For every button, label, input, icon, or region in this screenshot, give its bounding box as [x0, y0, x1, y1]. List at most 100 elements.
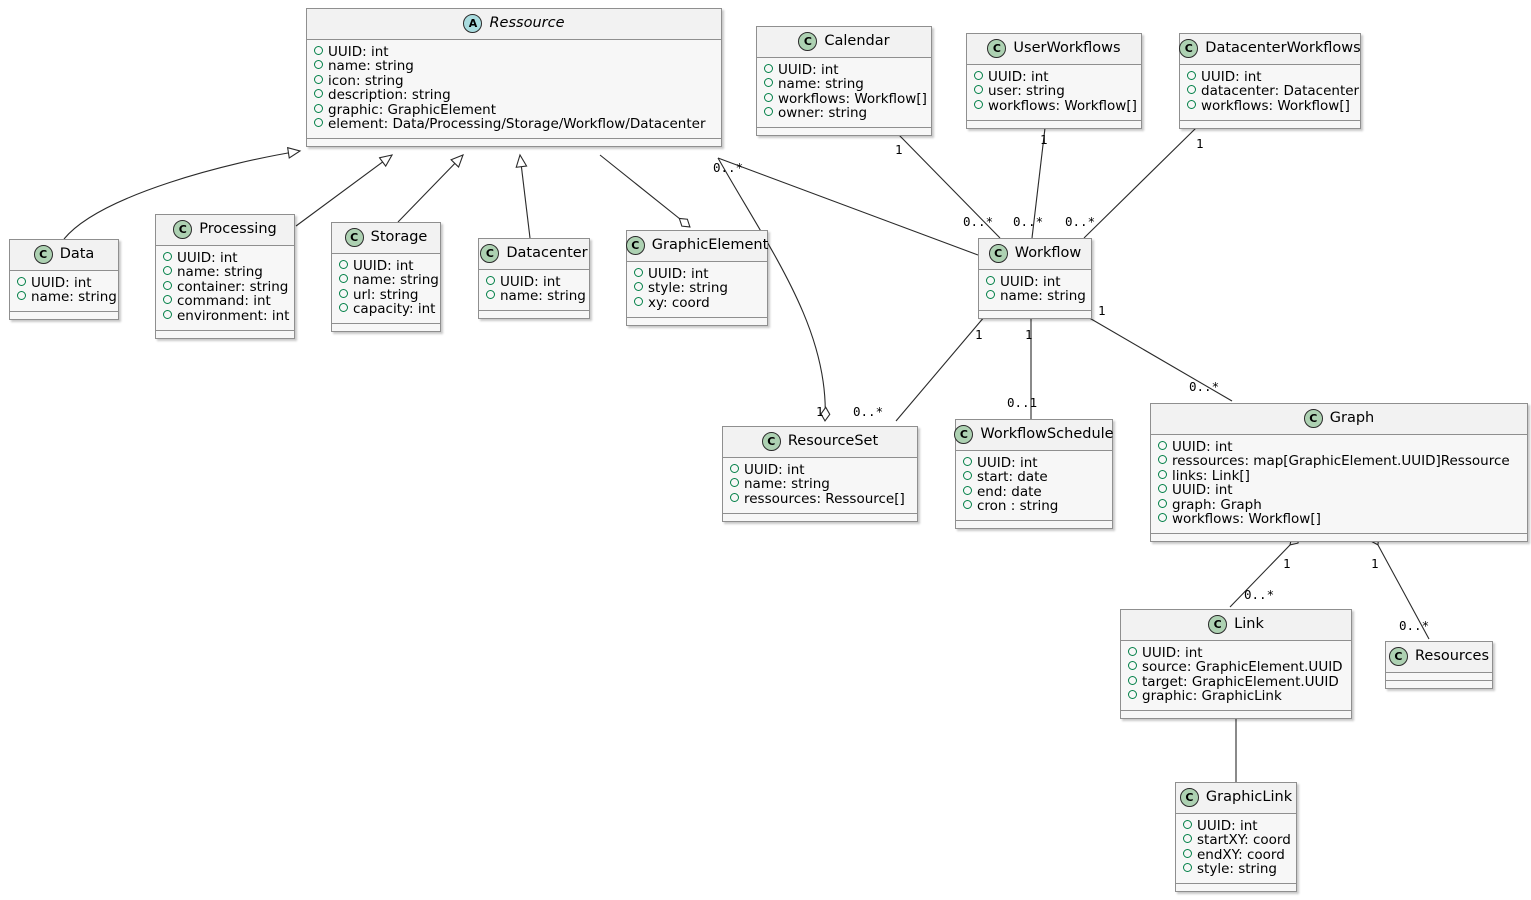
public-visibility-icon: [1128, 675, 1137, 685]
attribute-text: workflows: Workflow[]: [988, 97, 1137, 114]
public-visibility-icon: [1183, 834, 1192, 843]
attribute-row: workflows: Workflow[]: [1187, 99, 1353, 114]
public-visibility-icon: [339, 259, 348, 269]
class-methods-data: [10, 312, 118, 319]
public-visibility-icon: [314, 103, 323, 113]
class-header-graphicelement: C GraphicElement: [625, 231, 769, 262]
attribute-row: end: date: [963, 485, 1105, 500]
attribute-row: workflows: Workflow[]: [974, 97, 1137, 114]
class-name-data: Data: [59, 246, 95, 263]
attribute-text: workflows: Workflow[]: [1201, 97, 1350, 114]
attribute-row: source: GraphicElement.UUID: [1128, 659, 1344, 676]
attribute-row: xy: coord: [634, 296, 760, 311]
public-visibility-icon: [634, 282, 643, 291]
attribute-text: description: string: [328, 87, 451, 103]
attribute-text: container: string: [177, 278, 289, 295]
public-visibility-icon: [17, 276, 26, 286]
attribute-text: icon: string: [328, 72, 404, 89]
edge-datacenterworkflows-workflow: [1083, 127, 1197, 239]
multiplicity-label: 0..*: [713, 160, 744, 175]
attribute-row: name: string: [17, 290, 117, 306]
attribute-row: datacenter: Datacenter: [1187, 84, 1359, 100]
attribute-row: name: string: [339, 273, 439, 289]
attribute-row: UUID: int: [1128, 646, 1344, 661]
attribute-text: ressources: Ressource[]: [744, 490, 905, 507]
public-visibility-icon: [339, 288, 348, 298]
multiplicity-label: 0..*: [853, 404, 884, 419]
multiplicity-label: 0..*: [1013, 214, 1044, 229]
attribute-text: xy: coord: [648, 294, 710, 311]
attribute-row: name: string: [163, 265, 287, 281]
class-name-calendar: Calendar: [824, 33, 890, 50]
attribute-text: UUID: int: [778, 61, 839, 78]
class-header-data: C Data: [10, 240, 118, 271]
attribute-row: graph: Graph: [1158, 498, 1520, 513]
multiplicity-label: 1: [1283, 556, 1291, 571]
attribute-row: style: string: [1183, 862, 1289, 878]
class-marker-icon: C: [987, 39, 1007, 58]
attribute-text: UUID: int: [1000, 273, 1061, 290]
attribute-text: element: Data/Processing/Storage/Workflo…: [328, 116, 706, 132]
public-visibility-icon: [1187, 85, 1196, 94]
attribute-text: workflows: Workflow[]: [778, 90, 927, 107]
edge-datacenter-inherits-ressource: [520, 155, 531, 239]
class-methods-graph: [1151, 534, 1527, 541]
class-marker-icon: C: [625, 236, 645, 255]
public-visibility-icon: [163, 280, 172, 290]
class-methods-graphiclink: [1176, 884, 1296, 891]
attribute-row: element: Data/Processing/Storage/Workflo…: [314, 116, 714, 133]
class-name-graphicelement: GraphicElement: [651, 237, 769, 254]
attribute-row: UUID: int: [1187, 70, 1353, 85]
attribute-text: cron : string: [977, 498, 1059, 514]
class-name-workflow: Workflow: [1014, 245, 1082, 262]
attribute-text: end: date: [977, 483, 1042, 500]
class-name-resourceset: ResourceSet: [787, 433, 879, 450]
public-visibility-icon: [17, 291, 26, 300]
class-name-datacenterworkflows: DatacenterWorkflows: [1205, 40, 1361, 57]
class-methods-ressource: [307, 139, 721, 146]
multiplicity-label: 1: [1040, 132, 1048, 147]
class-methods-resourceset: [723, 514, 917, 521]
attribute-row: ressources: Ressource[]: [730, 492, 910, 507]
multiplicity-label: 1: [1196, 136, 1204, 151]
class-name-ressource: Ressource: [489, 15, 565, 32]
public-visibility-icon: [974, 99, 983, 109]
class-marker-icon: C: [33, 245, 53, 264]
public-visibility-icon: [1128, 661, 1137, 670]
attribute-row: UUID: int: [730, 463, 910, 478]
class-name-graph: Graph: [1329, 410, 1375, 427]
public-visibility-icon: [764, 63, 773, 73]
public-visibility-icon: [1183, 863, 1192, 872]
class-name-storage: Storage: [370, 229, 428, 246]
attribute-text: UUID: int: [353, 257, 414, 274]
attribute-text: source: GraphicElement.UUID: [1142, 659, 1343, 675]
multiplicity-label: 1: [895, 142, 903, 157]
